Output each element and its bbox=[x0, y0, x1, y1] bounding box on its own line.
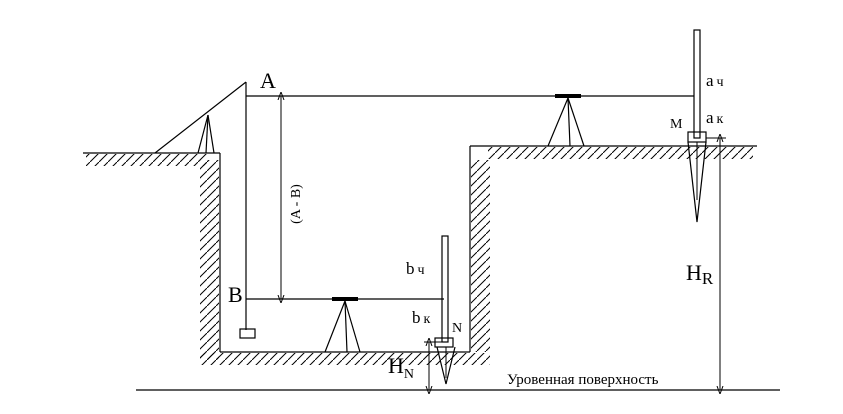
label-reference-surface: Уровенная поверхность bbox=[507, 372, 659, 388]
staff-m-icon bbox=[687, 29, 707, 223]
staff-n-icon bbox=[434, 235, 456, 385]
label-height-diff: (A - B) bbox=[289, 184, 304, 224]
dimension-h-n bbox=[424, 342, 444, 390]
ground-profile bbox=[83, 145, 757, 365]
label-point-m: M bbox=[670, 117, 683, 132]
tripod-left-icon bbox=[154, 81, 247, 330]
label-h-n: HN bbox=[388, 353, 414, 382]
label-point-b: B bbox=[228, 282, 243, 307]
level-instrument-lower-icon bbox=[324, 297, 361, 353]
label-point-n: N bbox=[452, 321, 462, 336]
level-instrument-upper-icon bbox=[547, 94, 585, 147]
label-point-a: A bbox=[260, 68, 276, 93]
staff-base-b bbox=[239, 328, 256, 339]
dimension-h-r bbox=[706, 138, 726, 390]
label-h-r: HR bbox=[686, 260, 714, 288]
